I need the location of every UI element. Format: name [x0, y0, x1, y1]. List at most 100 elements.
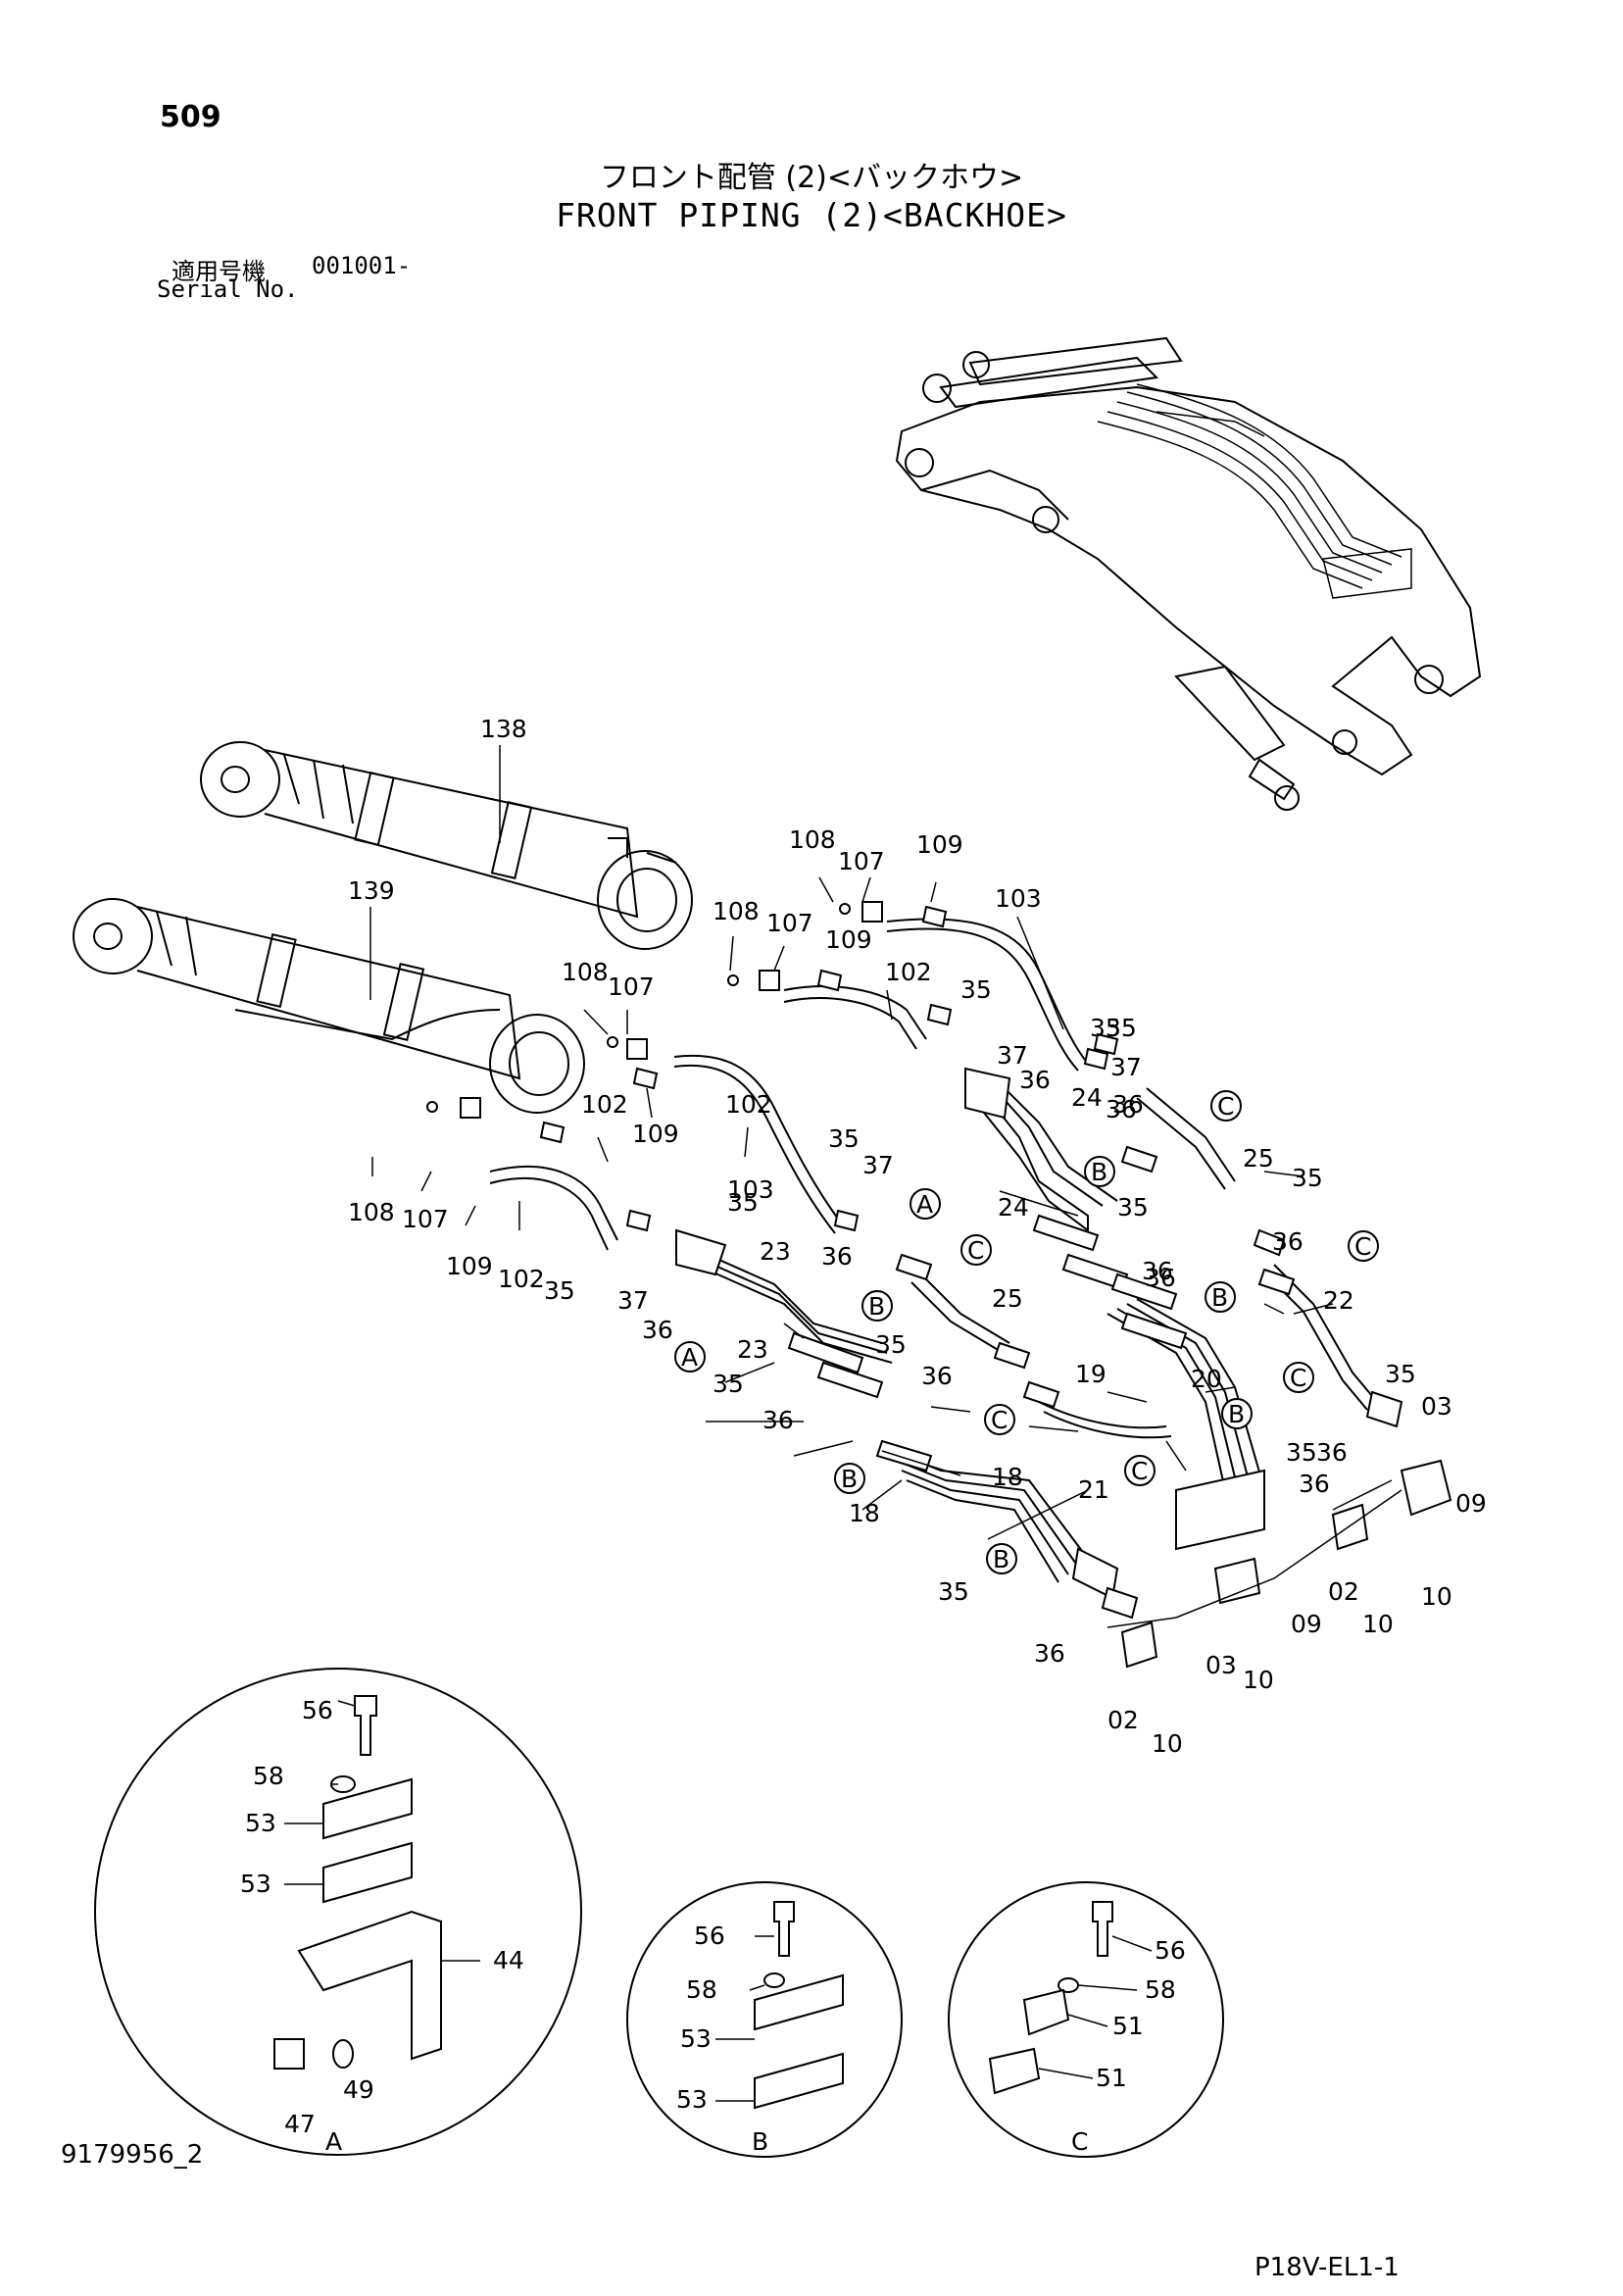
ref-c-marker: C: [967, 1236, 984, 1265]
callout-36: 36: [1034, 1639, 1065, 1668]
reference-markers: [674, 1090, 1379, 1574]
detail-b-callout-53: 53: [680, 2024, 712, 2053]
model-code: P18V-EL1-1: [1254, 2253, 1400, 2282]
callout-102: 102: [498, 1265, 545, 1293]
ref-b-marker: B: [993, 1545, 1009, 1573]
callout-24: 24: [998, 1193, 1029, 1222]
boom-overview-drawing: [895, 336, 1482, 811]
callout-10: 10: [1243, 1666, 1274, 1694]
detail-b-label: B: [752, 2127, 768, 2156]
detail-c-callout-56: 56: [1155, 1936, 1186, 1965]
ref-b-marker: B: [868, 1292, 885, 1321]
callout-18: 18: [992, 1463, 1023, 1491]
callout-103: 103: [727, 1175, 774, 1204]
callout-23: 23: [737, 1335, 768, 1364]
detail-c-callout-51: 51: [1112, 2012, 1144, 2040]
callout-36: 36: [1019, 1066, 1051, 1094]
callout-35: 35: [1090, 1014, 1121, 1042]
leader-lines: [284, 745, 1402, 2102]
detail-a-callout-47: 47: [284, 2110, 316, 2138]
callout-35: 35: [1292, 1164, 1323, 1192]
serial-number-value: 001001-: [312, 252, 412, 279]
callout-20: 20: [1191, 1365, 1222, 1393]
detail-b-callout-56: 56: [694, 1922, 725, 1950]
callout-35: 35: [1385, 1360, 1416, 1388]
ref-a-marker: A: [916, 1190, 933, 1219]
callout-35: 35: [1106, 1014, 1137, 1042]
cylinder-138: [200, 741, 693, 950]
callout-107: 107: [608, 973, 655, 1001]
callout-109: 109: [825, 925, 872, 954]
callout-36: 36: [1145, 1264, 1176, 1292]
ref-c-marker: C: [1354, 1232, 1371, 1261]
callout-36: 36: [821, 1242, 853, 1271]
detail-a-callout-53: 53: [240, 1870, 271, 1898]
callout-36: 36: [1106, 1095, 1137, 1123]
callout-35: 35: [1286, 1438, 1317, 1467]
callout-36: 36: [1142, 1257, 1173, 1285]
detail-view-labels: A B C: [325, 2127, 1088, 2156]
detail-c-label: C: [1071, 2127, 1088, 2156]
pipe-group: [685, 1077, 1378, 1583]
callout-102: 102: [725, 1090, 772, 1119]
callout-108: 108: [789, 825, 836, 854]
callout-35: 35: [828, 1124, 860, 1153]
callout-10: 10: [1362, 1610, 1394, 1638]
callout-35: 35: [727, 1188, 759, 1217]
callout-02: 02: [1328, 1577, 1359, 1606]
callout-36: 36: [1316, 1438, 1348, 1467]
callout-25: 25: [992, 1284, 1023, 1313]
callout-37: 37: [617, 1286, 649, 1315]
detail-b-callout-58: 58: [686, 1975, 717, 2004]
callout-23: 23: [760, 1237, 791, 1266]
document-id: 9179956_2: [61, 2140, 204, 2170]
detail-b-callout-53: 53: [676, 2085, 708, 2114]
ref-a-marker: A: [681, 1343, 698, 1372]
callout-18: 18: [849, 1499, 880, 1527]
callout-35: 35: [1117, 1193, 1149, 1222]
serial-label-english: Serial No.: [157, 275, 299, 303]
callout-09: 09: [1291, 1610, 1322, 1638]
title-japanese: フロント配管 (2)<バックホウ>: [599, 161, 1024, 195]
ref-c-marker: C: [991, 1406, 1008, 1434]
small-fittings: [426, 901, 1119, 1232]
page-number: 509: [160, 100, 221, 134]
detail-a-label: A: [325, 2127, 342, 2156]
flange-blocks: [675, 1067, 1403, 1620]
callout-138: 138: [480, 715, 527, 743]
callout-35: 35: [544, 1276, 575, 1305]
callout-107: 107: [838, 847, 885, 875]
callout-139: 139: [348, 876, 395, 905]
callout-102: 102: [581, 1090, 628, 1119]
callout-35: 35: [875, 1330, 907, 1359]
callout-19: 19: [1075, 1360, 1107, 1388]
detail-a-callout-56: 56: [302, 1696, 333, 1724]
callout-107: 107: [766, 909, 813, 937]
callout-37: 37: [997, 1041, 1028, 1070]
ref-b-marker: B: [841, 1465, 858, 1493]
callout-37: 37: [862, 1151, 894, 1179]
callout-102: 102: [885, 958, 932, 986]
callout-36: 36: [1272, 1227, 1303, 1256]
callout-36: 36: [1112, 1090, 1144, 1119]
detail-a-callout-58: 58: [253, 1762, 284, 1790]
detail-a-callout-44: 44: [493, 1946, 524, 1974]
callout-109: 109: [916, 830, 963, 859]
title-english: FRONT PIPING (2)<BACKHOE>: [556, 196, 1067, 234]
clamp-parts: [1120, 1459, 1452, 1669]
ref-b-marker: B: [1228, 1400, 1245, 1428]
callout-36: 36: [642, 1316, 673, 1344]
serial-label-japanese: 適用号機: [172, 258, 266, 285]
callout-35: 35: [960, 975, 992, 1004]
callout-36: 36: [1299, 1470, 1330, 1498]
callout-103: 103: [995, 884, 1042, 913]
callout-107: 107: [402, 1205, 449, 1233]
callout-109: 109: [446, 1252, 493, 1280]
callout-10: 10: [1152, 1729, 1183, 1758]
callout-109: 109: [632, 1120, 679, 1148]
detail-c-callout-58: 58: [1145, 1975, 1176, 2004]
detail-a-callout-53: 53: [245, 1809, 276, 1837]
callout-09: 09: [1455, 1489, 1487, 1518]
ref-c-marker: C: [1131, 1457, 1148, 1485]
callout-labels: 138 139 108 107 109 103 108 107 109 102 …: [240, 715, 1487, 2138]
